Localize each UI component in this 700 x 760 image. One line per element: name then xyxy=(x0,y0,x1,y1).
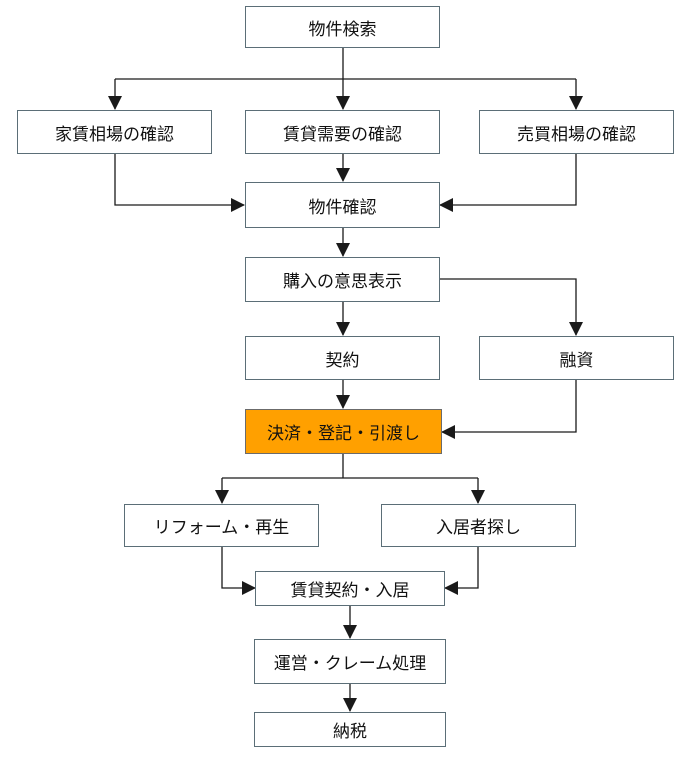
node-tax-payment: 納税 xyxy=(254,712,446,747)
node-rental-demand-check: 賃貸需要の確認 xyxy=(245,110,440,154)
node-financing: 融資 xyxy=(479,336,674,380)
node-reform-regeneration: リフォーム・再生 xyxy=(124,504,319,547)
node-property-search: 物件検索 xyxy=(245,6,440,48)
arrow-tenant-search-to-lease-contract xyxy=(444,547,479,595)
node-purchase-intent: 購入の意思表示 xyxy=(245,257,440,302)
arrow-purchase-intent-to-financing xyxy=(440,278,583,336)
arrow-rent-market-to-property-check xyxy=(114,154,245,212)
node-settlement-registration-delivery: 決済・登記・引渡し xyxy=(245,409,442,454)
node-rent-market-check: 家賃相場の確認 xyxy=(17,110,212,154)
arrow-financing-to-settlement xyxy=(441,380,577,439)
node-sales-market-check: 売買相場の確認 xyxy=(479,110,674,154)
node-tenant-search: 入居者探し xyxy=(381,504,576,547)
node-lease-contract-move-in: 賃貸契約・入居 xyxy=(255,571,445,606)
arrow-reform-to-lease-contract xyxy=(221,547,256,595)
node-contract: 契約 xyxy=(245,336,440,380)
arrow-sales-market-to-property-check xyxy=(439,154,577,212)
node-operation-claims: 運営・クレーム処理 xyxy=(254,639,446,684)
node-property-check: 物件確認 xyxy=(245,182,440,228)
